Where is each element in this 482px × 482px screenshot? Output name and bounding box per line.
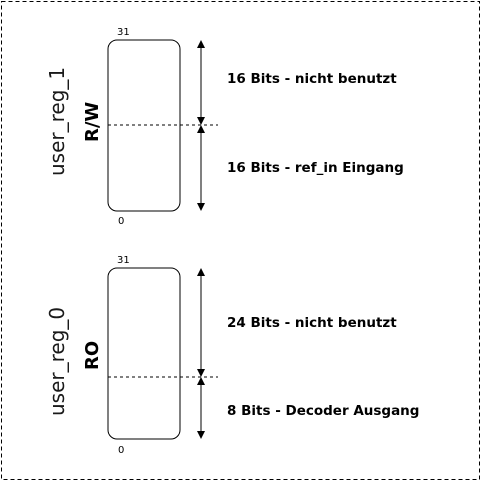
segment-label-upper: 24 Bits - nicht benutzt xyxy=(227,315,397,331)
top-bit-label: 31 xyxy=(117,27,130,38)
register-mode: R/W xyxy=(82,102,103,142)
register-user-reg-0: user_reg_0 RO 31 0 24 Bits - nicht benut… xyxy=(45,255,419,456)
bottom-bit-label: 0 xyxy=(118,445,124,456)
register-box xyxy=(107,267,181,440)
arrow-lower-segment xyxy=(197,377,205,439)
segment-label-upper: 16 Bits - nicht benutzt xyxy=(227,71,397,87)
bottom-bit-label: 0 xyxy=(118,216,124,227)
top-bit-label: 31 xyxy=(117,255,130,266)
register-name: user_reg_1 xyxy=(45,67,69,176)
arrow-upper-segment xyxy=(197,268,205,377)
segment-label-lower: 8 Bits - Decoder Ausgang xyxy=(227,403,419,419)
register-name: user_reg_0 xyxy=(45,307,69,416)
segment-label-lower: 16 Bits - ref_in Eingang xyxy=(227,160,404,176)
register-mode: RO xyxy=(82,341,103,370)
arrow-lower-segment xyxy=(197,125,205,211)
arrow-upper-segment xyxy=(197,40,205,125)
register-user-reg-1: user_reg_1 R/W 31 0 16 Bits - nicht benu… xyxy=(45,27,404,227)
